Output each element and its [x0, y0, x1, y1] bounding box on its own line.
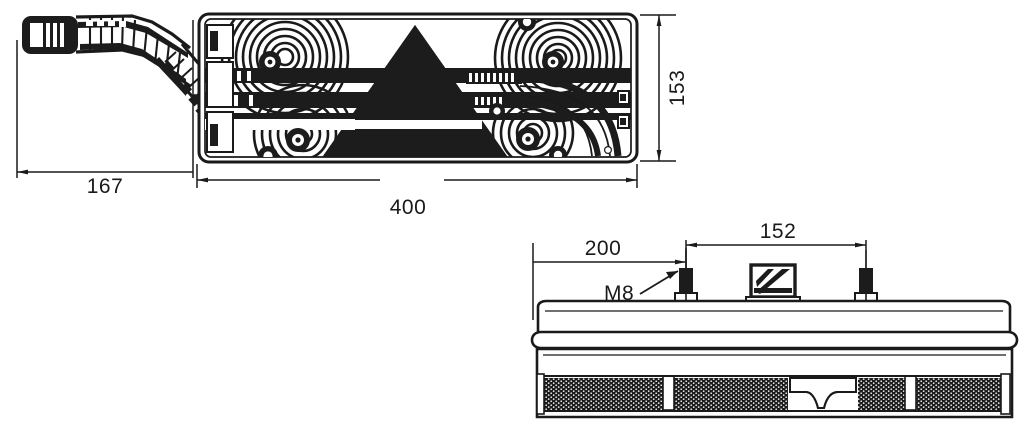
dimension-152-label: 152: [760, 220, 797, 243]
housing-screws: [258, 19, 567, 157]
dimension-153-label: 153: [666, 70, 689, 107]
flexible-cable-arm: [22, 14, 218, 146]
lamp-housing-plan: [197, 12, 639, 164]
lamp-profile-body: [530, 299, 1019, 419]
dimension-200: 200: [532, 237, 687, 320]
left-mounting-plate: [206, 24, 234, 153]
dimension-167-label: 167: [87, 175, 124, 198]
right-edge-tabs: [617, 90, 630, 129]
cable-end-connector: [22, 16, 78, 54]
rib-detail-right: [466, 71, 522, 107]
annotation-m8: M8: [604, 270, 679, 305]
dimension-400: 400: [196, 164, 638, 219]
dimension-167: 167: [16, 20, 194, 198]
dimension-152: 152: [685, 220, 867, 270]
cable-routing-sweep: [519, 74, 622, 157]
dimension-200-label: 200: [585, 237, 622, 260]
connector-center: [745, 263, 801, 304]
cable-corrugated-upper: [75, 14, 191, 88]
annotation-m8-label: M8: [604, 282, 634, 305]
dimension-400-label: 400: [390, 196, 427, 219]
dimension-153: 153: [640, 14, 689, 162]
bottom-grille: [536, 373, 1011, 415]
